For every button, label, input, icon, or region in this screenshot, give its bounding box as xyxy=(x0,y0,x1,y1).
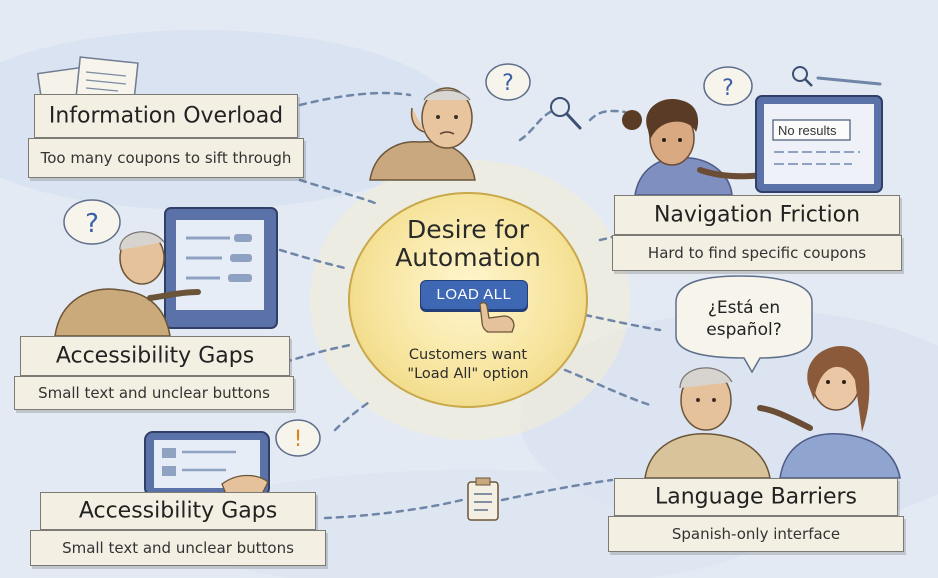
worried-man-illustration xyxy=(369,87,476,181)
translation-people-illustration xyxy=(644,345,901,479)
language-barriers-title: Language Barriers xyxy=(655,484,857,510)
accessibility-gaps-2-desc: Small text and unclear buttons xyxy=(62,539,294,557)
frustrated-woman-illustration xyxy=(622,99,788,196)
connector-accessibility-2 xyxy=(333,398,374,432)
connector-accessibility-2-bottom xyxy=(323,498,464,520)
language-barriers-desc-card: Spanish-only interface xyxy=(608,516,904,552)
connector-navigation xyxy=(588,109,627,122)
speech-bubble-line-2: español? xyxy=(706,320,782,340)
hub-desc-line-1: Customers want xyxy=(408,347,528,363)
navigation-friction-desc: Hard to find specific coupons xyxy=(647,244,867,262)
connector-accessibility-1-hub xyxy=(283,343,352,364)
exclamation-bubble-icon: ! xyxy=(275,419,321,457)
svg-text:!: ! xyxy=(294,427,303,452)
information-overload-desc: Too many coupons to sift through xyxy=(40,149,292,167)
question-bubble-icon: ? xyxy=(485,63,531,101)
information-overload-title: Information Overload xyxy=(48,103,284,129)
question-bubble-icon-right: ? xyxy=(703,66,753,106)
accessibility-gaps-2-title: Accessibility Gaps xyxy=(78,498,278,524)
svg-text:?: ? xyxy=(85,209,99,239)
navigation-friction-title-card: Navigation Friction xyxy=(614,195,900,235)
svg-text:?: ? xyxy=(502,71,514,96)
connector-information-overload xyxy=(298,91,412,107)
accessibility-gaps-1-title: Accessibility Gaps xyxy=(55,343,255,369)
language-barriers-title-card: Language Barriers xyxy=(614,478,898,516)
tablet-illustration xyxy=(144,431,270,497)
pointing-hand-icon xyxy=(479,302,515,333)
magnifier-icon xyxy=(550,97,582,130)
connector-accessibility-1 xyxy=(278,248,347,270)
navigation-friction-desc-card: Hard to find specific coupons xyxy=(612,235,902,271)
connector-clipboard-right xyxy=(500,478,614,502)
accessibility-gaps-1-title-card: Accessibility Gaps xyxy=(20,336,290,376)
question-bubble-icon-left: ? xyxy=(63,199,121,245)
speech-bubble-line-1: ¿Está en xyxy=(707,298,781,318)
accessibility-gaps-1-desc-card: Small text and unclear buttons xyxy=(14,376,294,410)
hub-title-line-2: Automation xyxy=(395,243,541,272)
information-overload-desc-card: Too many coupons to sift through xyxy=(28,138,304,178)
central-hub: Desire for Automation LOAD ALL Customers… xyxy=(348,192,588,408)
search-screen-illustration xyxy=(755,95,883,193)
hub-title-line-1: Desire for xyxy=(406,215,530,244)
accessibility-gaps-2-desc-card: Small text and unclear buttons xyxy=(30,530,326,566)
load-all-button[interactable]: LOAD ALL xyxy=(420,280,528,310)
kiosk-man-illustration xyxy=(54,207,278,337)
accessibility-gaps-1-desc: Small text and unclear buttons xyxy=(38,384,270,402)
connector-language xyxy=(583,313,662,332)
speech-bubble xyxy=(675,275,813,374)
connector-overload-hub xyxy=(298,178,382,207)
language-barriers-desc: Spanish-only interface xyxy=(671,525,841,543)
accessibility-gaps-2-title-card: Accessibility Gaps xyxy=(40,492,316,530)
clipboard-icon xyxy=(467,477,499,521)
no-results-label: No results xyxy=(778,123,837,138)
navigation-friction-title: Navigation Friction xyxy=(653,202,861,228)
search-bar-icon xyxy=(792,66,882,87)
svg-text:?: ? xyxy=(722,76,734,101)
hub-desc-line-2: "Load All" option xyxy=(407,366,529,382)
information-overload-title-card: Information Overload xyxy=(34,94,298,138)
connectors xyxy=(278,91,662,520)
